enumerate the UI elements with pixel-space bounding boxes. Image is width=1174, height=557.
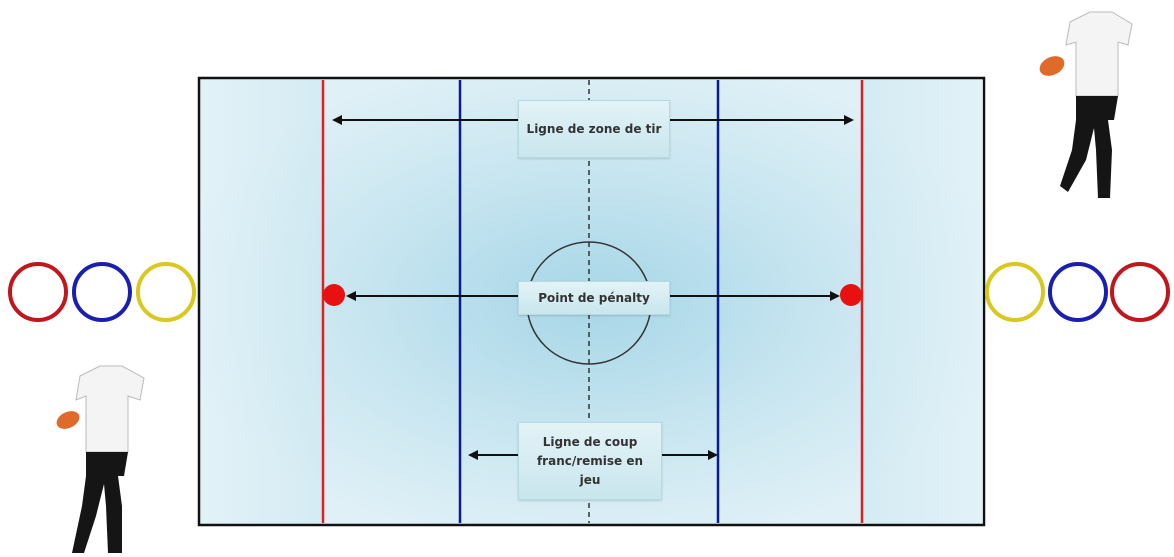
shooting-zone-line-label: Ligne de zone de tir: [518, 100, 670, 158]
hoop-icon: [1110, 262, 1170, 322]
player-icon: [56, 365, 145, 553]
field-left-end: [201, 80, 321, 523]
ball-icon: [56, 411, 80, 429]
ball-icon: [1039, 56, 1065, 76]
penalty-dot-left: [323, 284, 345, 306]
hoop-icon: [8, 262, 68, 322]
hoop-icon: [136, 262, 196, 322]
hoop-icon: [72, 262, 132, 322]
free-throw-line-label: Ligne de coup franc/remise en jeu: [518, 422, 662, 500]
player-icon: [1039, 11, 1133, 198]
penalty-dot-right: [840, 284, 862, 306]
penalty-point-label: Point de pénalty: [518, 281, 670, 315]
hoop-icon: [985, 262, 1045, 322]
field-right-end: [862, 80, 983, 523]
hoop-icon: [1048, 262, 1108, 322]
